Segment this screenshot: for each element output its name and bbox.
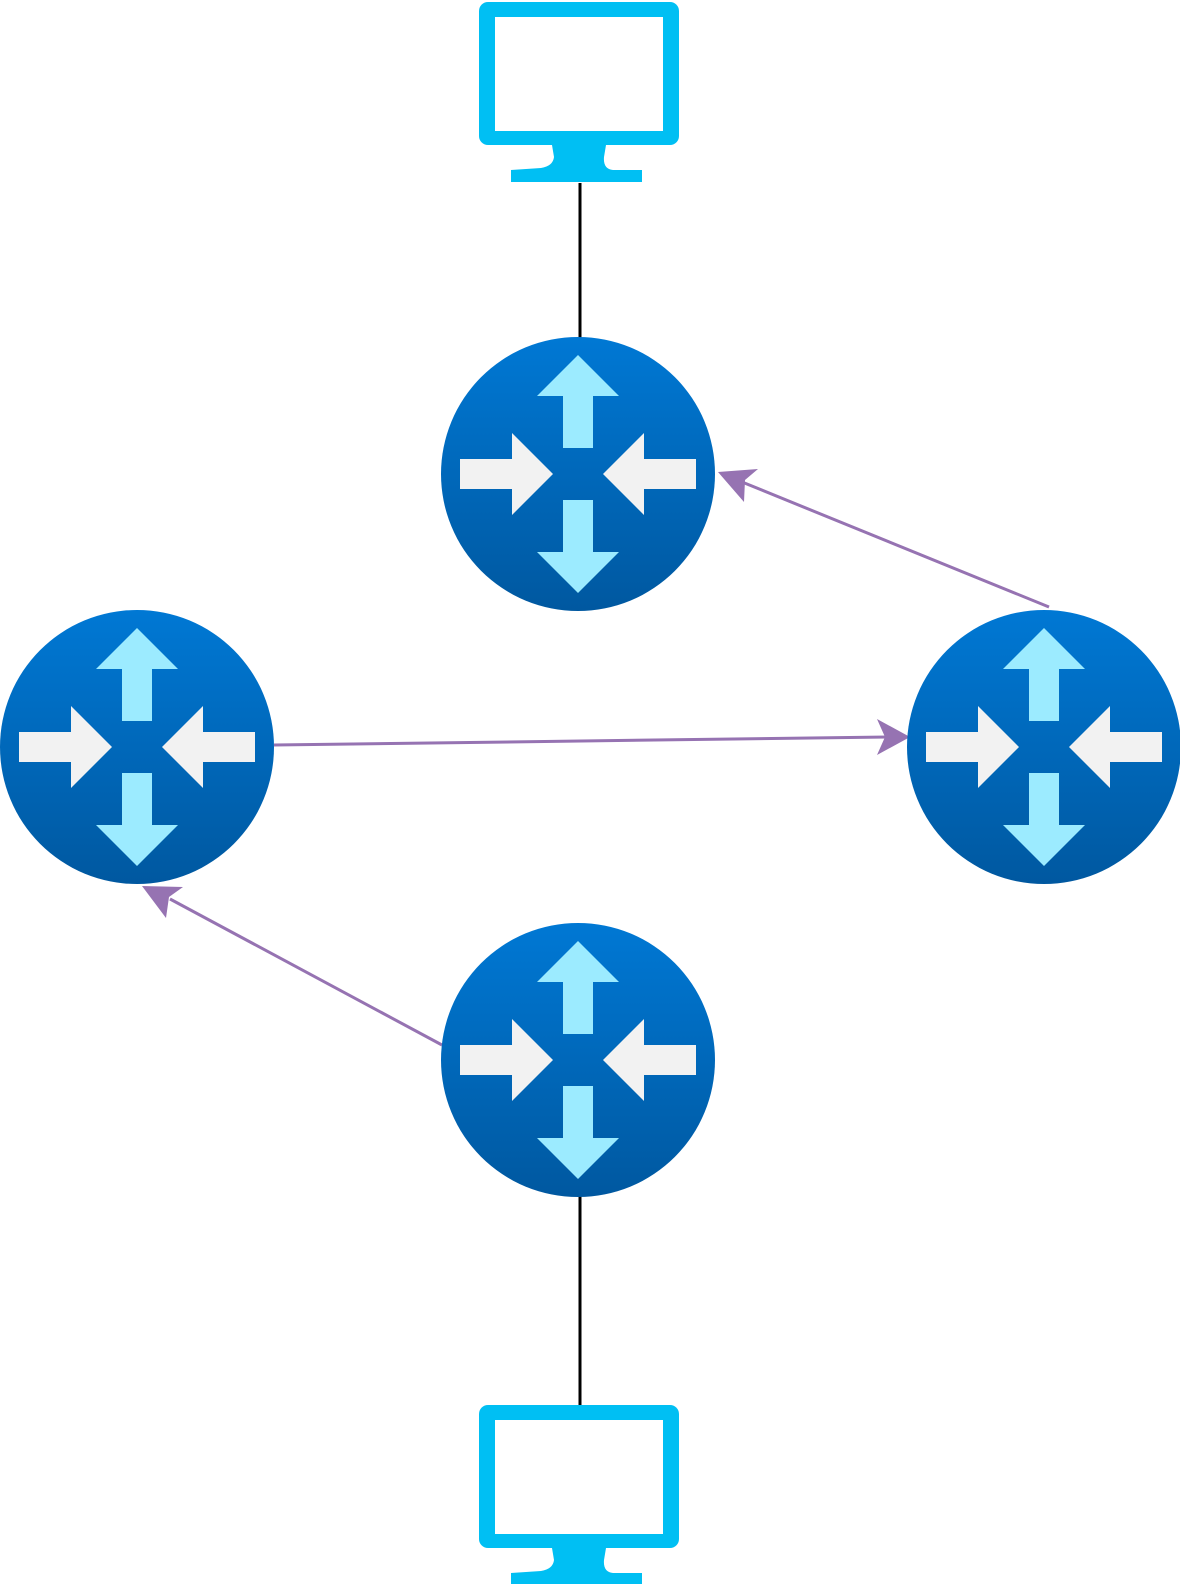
router-icon[interactable]	[441, 923, 715, 1197]
monitor-icon[interactable]	[479, 2, 679, 182]
arrowhead-icon	[142, 886, 183, 918]
arrowhead-icon	[718, 469, 758, 502]
links	[142, 183, 1050, 1405]
arrowhead-icon	[877, 719, 910, 755]
monitor-icon[interactable]	[479, 1405, 679, 1584]
router-icon[interactable]	[907, 610, 1180, 884]
link-router-bottom-to-router-left	[142, 886, 443, 1047]
router-icon[interactable]	[0, 610, 274, 884]
router-icon[interactable]	[441, 337, 715, 611]
link-router-left-to-router-right	[273, 719, 910, 755]
link-router-right-to-router-top	[718, 469, 1050, 609]
